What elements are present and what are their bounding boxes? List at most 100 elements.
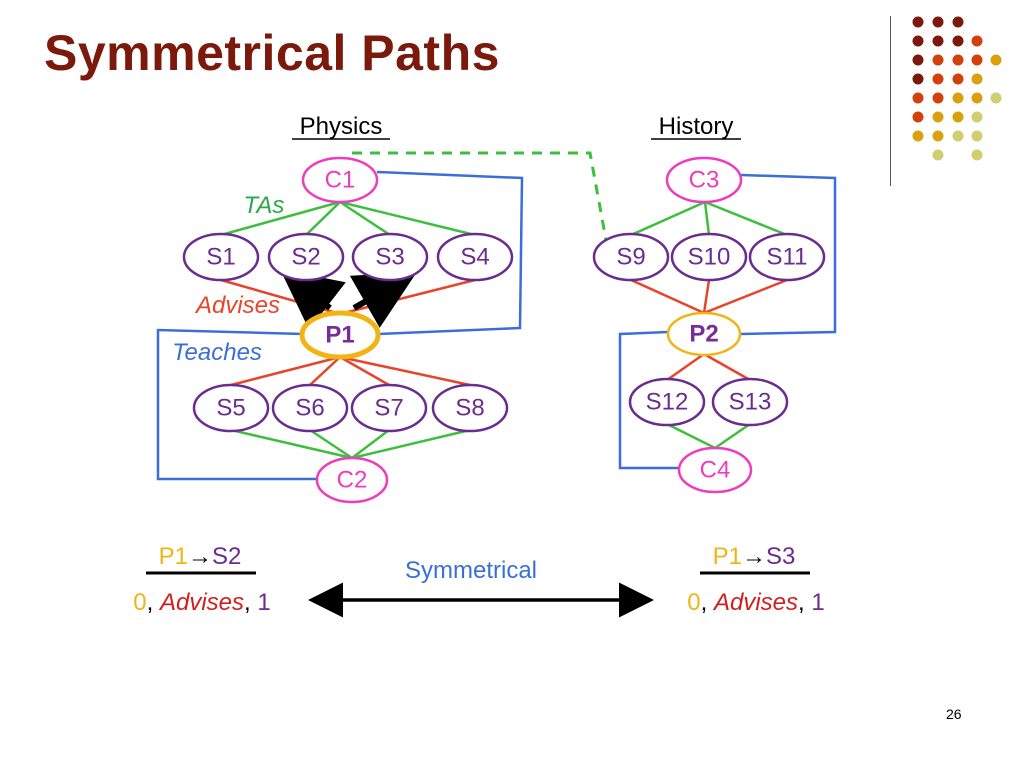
tas-edge xyxy=(339,200,391,237)
decorative-dot-grid xyxy=(912,16,1002,161)
student-node-s9: S9 xyxy=(592,232,670,282)
advises-edges-physics-bottom xyxy=(230,355,471,387)
student-node-s11: S11 xyxy=(748,232,826,282)
path-left-heading: P1→S2 xyxy=(159,543,242,570)
advises-edge xyxy=(230,355,341,387)
path-relation: Advises xyxy=(712,589,798,616)
node-label: S1 xyxy=(206,244,235,271)
node-label: S12 xyxy=(646,389,689,416)
deco-dot xyxy=(971,73,983,85)
student-node-s4: S4 xyxy=(436,232,514,282)
node-label: S8 xyxy=(455,395,484,422)
deco-dot xyxy=(932,73,944,85)
path-value-end: 1 xyxy=(811,589,824,616)
tas-edge xyxy=(666,422,716,450)
node-label: S4 xyxy=(460,244,489,271)
student-node-s12: S12 xyxy=(628,377,706,427)
deco-dot xyxy=(912,92,924,104)
student-node-s2: S2 xyxy=(267,232,345,282)
deco-dot xyxy=(971,54,983,66)
advises-edge xyxy=(703,352,751,382)
deco-dot xyxy=(912,73,924,85)
node-label: C2 xyxy=(337,467,368,494)
path-target: S3 xyxy=(766,543,795,570)
path-left: P1→S2 0, Advises, 1 xyxy=(133,543,270,616)
deco-dot xyxy=(932,92,944,104)
tas-edges-history-bottom xyxy=(666,422,751,450)
tas-edge xyxy=(351,429,390,459)
deco-dot xyxy=(952,92,964,104)
path-right-values: 0, Advises, 1 xyxy=(687,589,824,616)
course-node-c1: C1 xyxy=(301,156,379,204)
deco-dot xyxy=(971,92,983,104)
edge-label-advises: Advises xyxy=(194,292,280,319)
deco-dot xyxy=(912,111,924,123)
tas-edge xyxy=(230,428,353,460)
deco-dot xyxy=(990,54,1002,66)
path-separator: , xyxy=(244,589,257,616)
tas-edge xyxy=(714,422,751,450)
path-separator: , xyxy=(701,589,714,616)
advises-edge xyxy=(630,278,705,315)
deco-dot xyxy=(912,54,924,66)
deco-dot xyxy=(952,111,964,123)
student-node-s1: S1 xyxy=(182,232,260,282)
student-node-s10: S10 xyxy=(670,232,748,282)
advises-edge xyxy=(339,355,390,387)
student-node-s13: S13 xyxy=(711,377,789,427)
decorative-divider xyxy=(890,16,891,186)
tas-edge xyxy=(630,200,706,237)
deco-dot xyxy=(971,35,983,47)
section-heading-history: History xyxy=(659,113,734,140)
course-node-c2: C2 xyxy=(315,456,389,504)
node-label: C4 xyxy=(700,457,731,484)
tas-edges-history xyxy=(630,200,788,237)
path-left-values: 0, Advises, 1 xyxy=(133,589,270,616)
deco-dot xyxy=(952,73,964,85)
teaches-edges-history xyxy=(618,173,837,470)
symmetrical-label: Symmetrical xyxy=(405,557,537,584)
deco-dot xyxy=(932,35,944,47)
arrow-p1-to-s3 xyxy=(349,272,417,328)
tas-edge xyxy=(703,201,711,236)
path-relation: Advises xyxy=(158,589,244,616)
node-label: C3 xyxy=(689,167,720,194)
path-value-start: 0 xyxy=(133,589,146,616)
path-separator: , xyxy=(147,589,160,616)
teaches-edges-physics xyxy=(156,170,524,481)
advises-edge xyxy=(339,355,471,387)
deco-dot xyxy=(912,130,924,142)
tas-edge xyxy=(339,200,476,237)
dashed-link-edge xyxy=(352,151,608,241)
deco-dot xyxy=(932,149,944,161)
path-target: S2 xyxy=(212,543,241,570)
advises-edge xyxy=(339,278,476,316)
node-label: S13 xyxy=(729,389,772,416)
node-label: P2 xyxy=(689,321,718,348)
deco-dot xyxy=(932,111,944,123)
course-node-c3: C3 xyxy=(665,156,743,204)
path-right: P1→S3 0, Advises, 1 xyxy=(687,543,824,616)
student-node-s3: S3 xyxy=(351,232,429,282)
deco-dot xyxy=(971,149,983,161)
tas-edge xyxy=(220,200,341,237)
advises-edges-history xyxy=(630,278,788,382)
advises-edge xyxy=(703,278,788,315)
slide-title: Symmetrical Paths xyxy=(44,25,500,81)
tas-edge xyxy=(351,428,471,460)
deco-dot xyxy=(912,16,924,28)
deco-dot xyxy=(971,130,983,142)
teaches-edge xyxy=(376,170,524,336)
tas-edges-physics-bottom xyxy=(230,428,471,460)
node-label: S7 xyxy=(374,395,403,422)
deco-dot xyxy=(912,35,924,47)
deco-dot xyxy=(952,16,964,28)
section-heading-physics: Physics xyxy=(300,113,383,140)
teaches-edge xyxy=(156,328,318,481)
student-node-s5: S5 xyxy=(192,383,270,433)
deco-dot xyxy=(932,16,944,28)
node-label: S11 xyxy=(767,244,808,271)
tas-edge xyxy=(704,200,788,237)
advises-edge xyxy=(309,356,341,386)
